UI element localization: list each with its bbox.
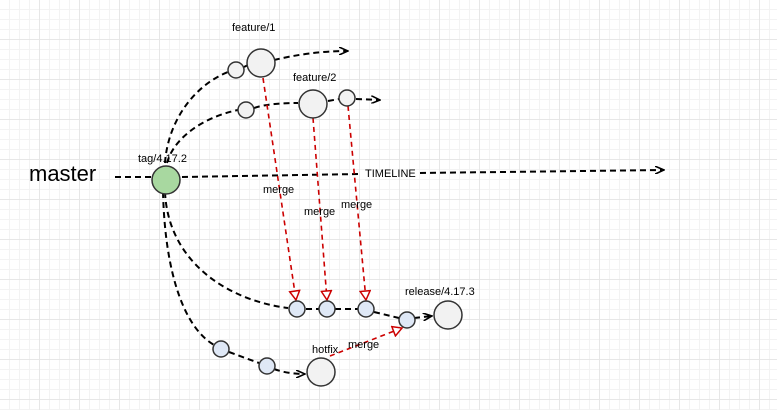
release-commit-node[interactable] xyxy=(398,311,416,329)
branch-line-feature2 xyxy=(327,98,340,102)
merge-arrow-feature2-tip xyxy=(347,105,366,300)
feature1-label: feature/1 xyxy=(232,22,275,34)
release-label: release/4.17.3 xyxy=(405,286,475,298)
hotfix-commit-node[interactable] xyxy=(258,357,276,375)
master-timeline-line xyxy=(419,170,664,173)
feature1-head-node[interactable] xyxy=(246,48,276,78)
branch-line-hotfix xyxy=(273,368,305,374)
feature2-commit-node[interactable] xyxy=(237,101,255,119)
release-commit-node[interactable] xyxy=(318,300,336,318)
branch-line-feature2 xyxy=(166,109,239,164)
branch-line-feature1 xyxy=(164,71,229,164)
branch-line-hotfix xyxy=(228,351,260,364)
branch-line-feature2 xyxy=(253,102,299,109)
timeline-label: TIMELINE xyxy=(365,168,416,180)
branch-line-hotfix xyxy=(162,191,217,347)
release-commit-node[interactable] xyxy=(357,300,375,318)
feature2-head-node[interactable] xyxy=(298,89,328,119)
merge-arrow-hotfix xyxy=(329,328,402,357)
merge-label: merge xyxy=(341,199,372,211)
branch-line-feature2 xyxy=(355,99,380,100)
hotfix-commit-node[interactable] xyxy=(212,340,230,358)
merge-arrow-feature1 xyxy=(262,77,296,300)
feature2-label: feature/2 xyxy=(293,72,336,84)
feature2-commit-node[interactable] xyxy=(338,89,356,107)
feature1-commit-node[interactable] xyxy=(227,61,245,79)
branch-line-release xyxy=(373,311,400,319)
branch-line-release xyxy=(413,316,432,318)
master-timeline-line xyxy=(181,173,361,178)
tag-commit-node[interactable] xyxy=(151,165,181,195)
branch-line-feature1 xyxy=(273,51,348,61)
hotfix-label: hotfix xyxy=(312,344,339,356)
merge-label: merge xyxy=(348,339,379,351)
merge-label: merge xyxy=(304,206,335,218)
release-commit-node[interactable] xyxy=(288,300,306,318)
tag-label: tag/4.17.2 xyxy=(138,153,187,165)
hotfix-head-node[interactable] xyxy=(306,357,336,387)
release-head-node[interactable] xyxy=(433,300,463,330)
merge-arrow-feature2 xyxy=(312,117,327,300)
merge-label: merge xyxy=(263,184,294,196)
branch-line-release xyxy=(164,191,289,309)
master-label: master xyxy=(29,161,96,186)
